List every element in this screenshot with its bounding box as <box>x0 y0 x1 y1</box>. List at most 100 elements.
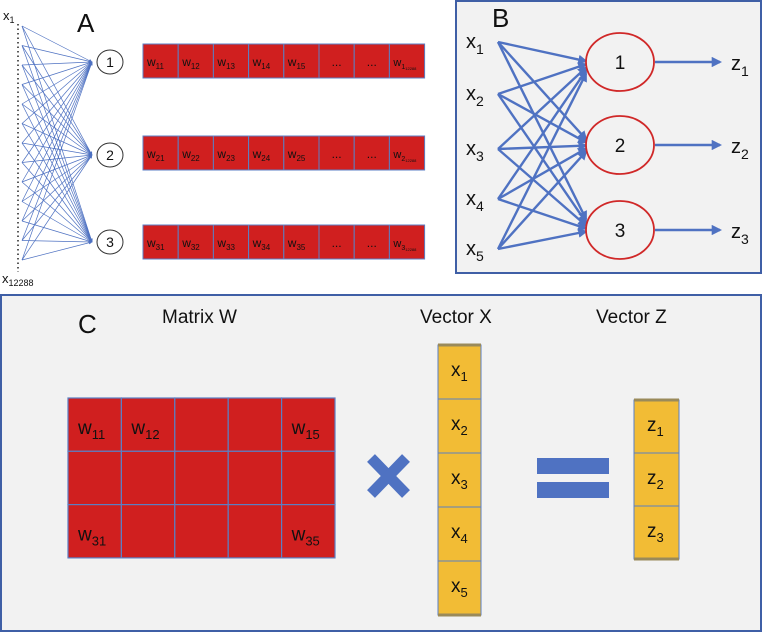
matrix-cell <box>67 504 123 559</box>
fan-edge <box>21 162 93 243</box>
weight-cell-label: w33 <box>216 236 235 252</box>
matrix-cell <box>227 504 283 559</box>
input-to-neuron-edge <box>497 40 588 65</box>
matrix-cell-label: w31 <box>77 525 106 549</box>
fan-edge <box>21 61 93 241</box>
matrix-cell-label: w35 <box>291 525 320 549</box>
fan-edge <box>21 60 93 66</box>
weight-cell <box>283 224 320 260</box>
weight-cell-label: ... <box>367 147 377 161</box>
weight-cell <box>283 43 320 79</box>
output-z2-label: z2 <box>731 136 749 162</box>
matrix-cell-label: w11 <box>77 418 105 442</box>
fan-edge <box>21 84 93 156</box>
input-to-neuron-edge <box>497 197 588 231</box>
weight-cell-label: w25 <box>287 147 306 163</box>
weight-cell <box>177 43 214 79</box>
panel-a-letter: A <box>77 8 95 38</box>
weight-cell <box>212 43 250 79</box>
neuron-1-label: 1 <box>615 53 626 74</box>
weight-cell-label: w212288 <box>392 149 417 163</box>
fan-edge <box>21 61 93 85</box>
fan-edge <box>21 64 93 243</box>
matrix-cell <box>281 504 336 559</box>
fan-edge <box>21 103 93 156</box>
fan-edge <box>21 61 93 124</box>
input-x2-label: x2 <box>466 83 484 109</box>
neuron-2-label: 2 <box>615 136 626 157</box>
vector-x-cell <box>437 560 482 616</box>
weight-cell-label: w34 <box>252 236 271 252</box>
weight-cell <box>388 135 426 171</box>
fan-edge <box>21 45 93 156</box>
vector-x-cell-label: x5 <box>451 576 468 600</box>
weight-cell-label: w15 <box>287 55 306 71</box>
weight-cell <box>212 135 250 171</box>
weight-cell-label: w12 <box>181 55 200 71</box>
fan-edge <box>21 241 93 261</box>
vector-x-title: Vector X <box>420 307 492 328</box>
weight-cell-label: w14 <box>252 55 271 71</box>
input-x4-label: x4 <box>466 188 484 214</box>
weight-cell-label: ... <box>367 236 377 250</box>
equals-bar <box>537 458 609 474</box>
fan-edge <box>21 61 93 222</box>
weight-cell-label: ... <box>367 55 377 69</box>
weight-cell <box>142 135 179 171</box>
fan-edge <box>21 25 93 63</box>
fan-edge <box>21 61 93 183</box>
output-z3-label: z3 <box>731 221 749 247</box>
fan-edge <box>21 61 93 261</box>
weight-cell-label: ... <box>332 147 342 161</box>
matrix-cell <box>281 397 336 452</box>
input-to-neuron-edge <box>497 148 588 227</box>
neuron-3-circle <box>96 229 124 255</box>
fan-edge <box>21 45 93 63</box>
equals-bar <box>537 482 609 498</box>
neuron-2-label: 2 <box>106 147 114 163</box>
multiply-stroke <box>367 454 410 498</box>
fan-edge <box>21 123 93 243</box>
matrix-cell <box>227 397 283 452</box>
vector-x-cell <box>437 344 482 400</box>
fan-edge <box>21 123 93 156</box>
input-to-neuron-edge <box>497 93 588 224</box>
input-to-neuron-edge <box>497 41 588 141</box>
input-to-neuron-edge <box>497 92 588 144</box>
vector-z-cell-label: z3 <box>647 521 664 545</box>
fan-edge <box>21 103 93 243</box>
neuron-1-label: 1 <box>106 54 114 70</box>
vector-z-title: Vector Z <box>596 307 667 328</box>
neuron-1-circle <box>96 49 124 75</box>
input-to-neuron-edge <box>497 150 588 250</box>
fan-edge <box>21 181 93 243</box>
fan-edge <box>21 153 93 163</box>
fan-edge <box>21 154 93 222</box>
neuron-3-circle <box>585 200 655 260</box>
weight-cell <box>388 43 426 79</box>
matrix-cell <box>67 450 123 506</box>
weight-cell-label: w35 <box>287 236 306 252</box>
fan-edge <box>21 154 93 261</box>
fan-edge <box>21 142 93 157</box>
vector-x-cell <box>437 452 482 508</box>
input-to-neuron-edge <box>497 147 588 201</box>
dense-connections <box>496 40 588 251</box>
weight-cell-label: w112288 <box>392 57 417 71</box>
fan-edge <box>21 84 93 243</box>
fan-edge <box>21 25 93 156</box>
weight-cell <box>353 43 390 79</box>
input-x1-label: x1 <box>466 31 484 57</box>
matrix-cell-label: w12 <box>130 418 159 442</box>
weight-cell-label: w32 <box>181 236 200 252</box>
fan-edge <box>21 25 93 243</box>
fan-edge <box>21 61 93 105</box>
fan-edge <box>21 61 93 163</box>
